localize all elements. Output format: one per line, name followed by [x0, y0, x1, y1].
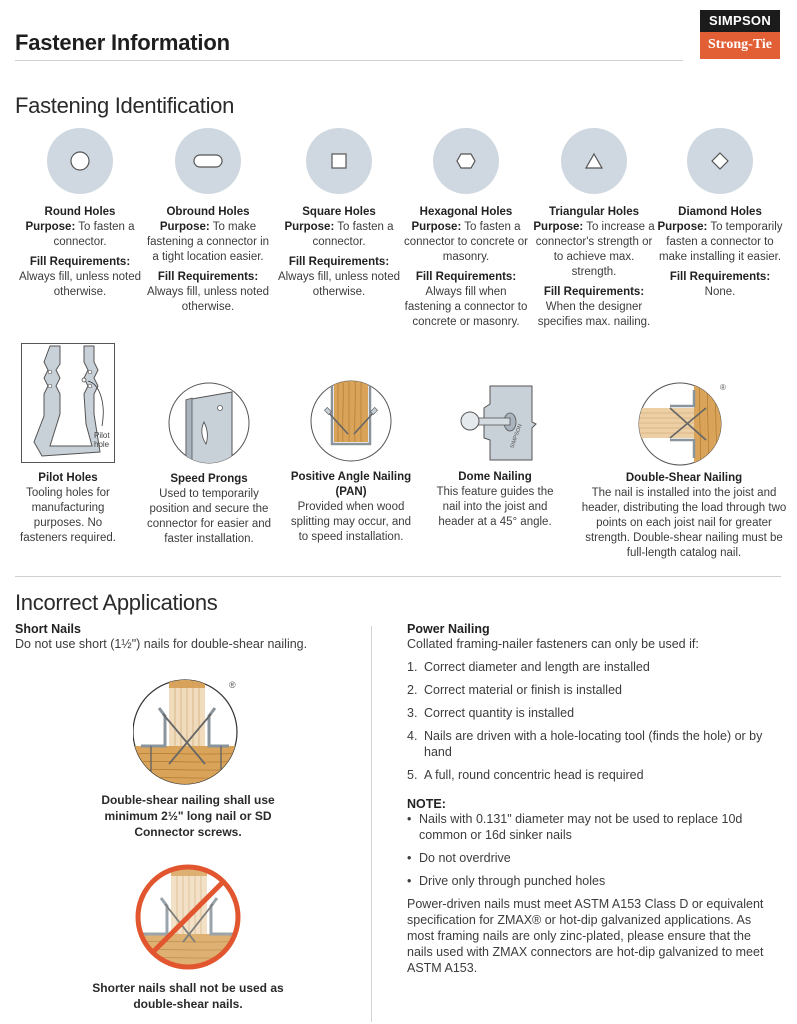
hole-name: Triangular Holes — [548, 206, 640, 218]
section-divider — [15, 576, 781, 577]
feature-name: Double-Shear Nailing — [625, 472, 743, 484]
note-heading: NOTE: — [407, 797, 446, 811]
feature-card-double-shear-nailing: ® Double-Shear Nailing The nail is insta… — [578, 380, 790, 561]
feature-card-pilot-holes: Pilot hole Pilot Holes Tooling holes for… — [16, 343, 120, 546]
fill-text: Always fill, unless noted otherwise. — [18, 271, 142, 298]
feature-desc: Used to temporarily position and secure … — [146, 488, 272, 545]
short-nails-heading: Short Nails — [15, 622, 81, 636]
note-item: •Do not overdrive — [407, 851, 511, 865]
feature-card-speed-prongs: Speed Prongs Used to temporarily positio… — [146, 382, 272, 547]
feature-desc: Tooling holes for manufacturing purposes… — [20, 487, 116, 544]
condition-item: 3.Correct quantity is installed — [407, 706, 575, 720]
short-nails-section: Short Nails Do not use short (1½") nails… — [15, 622, 360, 652]
power-nailing-heading: Power Nailing — [407, 622, 490, 636]
hole-name: Diamond Holes — [678, 206, 762, 218]
pan-illustration — [310, 380, 392, 462]
feature-card-dome-nailing: SIMPSON Dome Nailing This feature guides… — [432, 380, 558, 530]
section-title-incorrect-applications: Incorrect Applications — [15, 590, 218, 615]
conditions-list: 1.Correct diameter and length are instal… — [407, 659, 787, 783]
fill-text: Always fill when fastening a connector t… — [404, 286, 528, 328]
condition-item: 2.Correct material or finish is installe… — [407, 683, 622, 697]
hole-card-obround: Obround Holes Purpose: To make fastening… — [144, 128, 272, 315]
condition-item: 4.Nails are driven with a hole-locating … — [407, 729, 763, 759]
logo-top-text: SIMPSON — [700, 10, 780, 32]
hole-name: Hexagonal Holes — [419, 206, 513, 218]
condition-item: 1.Correct diameter and length are instal… — [407, 660, 650, 674]
correct-double-shear-figure: ® Double-shear nailing shall use minimum… — [78, 676, 298, 840]
correct-caption: Double-shear nailing shall use minimum 2… — [101, 793, 275, 839]
feature-desc: Provided when wood splitting may occur, … — [290, 501, 412, 543]
power-nailing-section: Power Nailing Collated framing-nailer fa… — [407, 622, 787, 976]
hole-name: Obround Holes — [166, 206, 250, 218]
note-item: •Drive only through punched holes — [407, 874, 606, 888]
feature-desc: The nail is installed into the joist and… — [581, 487, 787, 559]
registered-mark: ® — [720, 383, 726, 392]
purpose-label: Purpose: — [411, 221, 462, 233]
pilot-hole-illustration: Pilot hole — [21, 343, 115, 463]
fill-text: None. — [704, 286, 736, 298]
purpose-text: To temporarily fasten a connector to mak… — [658, 221, 783, 263]
fill-text: Always fill, unless noted otherwise. — [277, 271, 401, 298]
purpose-text: To increase a connector's strength or to… — [535, 221, 655, 278]
square-hole-icon — [306, 128, 372, 194]
notes-list: •Nails with 0.131" diameter may not be u… — [407, 811, 747, 889]
hole-card-hexagonal: Hexagonal Holes Purpose: To fasten a con… — [402, 128, 530, 330]
purpose-text: To fasten a connector. — [53, 221, 135, 248]
fill-label: Fill Requirements: — [415, 271, 517, 283]
round-hole-icon — [47, 128, 113, 194]
note-item: •Nails with 0.131" diameter may not be u… — [407, 812, 743, 842]
fill-label: Fill Requirements: — [288, 256, 390, 268]
hole-name: Square Holes — [302, 206, 376, 218]
short-nails-text: Do not use short (1½") nails for double-… — [15, 637, 308, 651]
power-nailing-footer: Power-driven nails must meet ASTM A153 C… — [407, 897, 764, 975]
diamond-hole-icon — [687, 128, 753, 194]
incorrect-double-shear-figure: Shorter nails shall not be used as doubl… — [78, 862, 298, 1012]
hole-name: Round Holes — [44, 206, 116, 218]
power-nailing-intro: Collated framing-nailer fasteners can on… — [407, 637, 699, 651]
section-title-fastening-identification: Fastening Identification — [15, 93, 235, 118]
registered-mark: ® — [229, 680, 236, 690]
obround-hole-icon — [175, 128, 241, 194]
feature-name: Dome Nailing — [458, 471, 532, 483]
purpose-text: To make fastening a connector in a tight… — [146, 221, 270, 263]
title-divider — [15, 60, 683, 61]
purpose-label: Purpose: — [284, 221, 335, 233]
column-divider — [371, 626, 372, 1022]
dome-nailing-illustration: SIMPSON — [450, 380, 540, 462]
fill-text: Always fill, unless noted otherwise. — [146, 286, 270, 313]
purpose-label: Purpose: — [657, 221, 708, 233]
purpose-label: Purpose: — [159, 221, 210, 233]
simpson-strongtie-logo: SIMPSON Strong-Tie — [700, 10, 780, 59]
purpose-label: Purpose: — [25, 221, 76, 233]
pilot-hole-label: Pilot — [94, 431, 110, 440]
purpose-text: To fasten a connector to concrete or mas… — [403, 221, 528, 263]
feature-card-positive-angle-nailing: Positive Angle Nailing (PAN) Provided wh… — [285, 380, 417, 545]
hole-card-square: Square Holes Purpose: To fasten a connec… — [275, 128, 403, 300]
double-shear-illustration: ® — [636, 380, 732, 466]
feature-name: Positive Angle Nailing (PAN) — [290, 471, 412, 498]
fill-label: Fill Requirements: — [157, 271, 259, 283]
incorrect-caption: Shorter nails shall not be used as doubl… — [92, 981, 284, 1011]
page-title: Fastener Information — [15, 30, 230, 55]
condition-item: 5.A full, round concentric head is requi… — [407, 768, 644, 782]
feature-name: Pilot Holes — [38, 472, 98, 484]
purpose-text: To fasten a connector. — [312, 221, 394, 248]
fill-label: Fill Requirements: — [669, 271, 771, 283]
fill-text: When the designer specifies max. nailing… — [537, 301, 651, 328]
hexagon-hole-icon — [433, 128, 499, 194]
triangle-hole-icon — [561, 128, 627, 194]
purpose-label: Purpose: — [533, 221, 584, 233]
fill-label: Fill Requirements: — [543, 286, 645, 298]
svg-text:hole: hole — [94, 440, 110, 449]
hole-card-triangular: Triangular Holes Purpose: To increase a … — [530, 128, 658, 330]
prohibited-short-nail-illustration — [133, 862, 243, 972]
feature-desc: This feature guides the nail into the jo… — [436, 486, 554, 528]
logo-bottom-text: Strong-Tie — [700, 32, 780, 59]
hole-card-diamond: Diamond Holes Purpose: To temporarily fa… — [656, 128, 784, 300]
hole-card-round: Round Holes Purpose: To fasten a connect… — [16, 128, 144, 300]
correct-double-shear-illustration: ® — [132, 676, 243, 786]
fill-label: Fill Requirements: — [29, 256, 131, 268]
speed-prong-illustration — [168, 382, 250, 464]
feature-name: Speed Prongs — [170, 473, 248, 485]
